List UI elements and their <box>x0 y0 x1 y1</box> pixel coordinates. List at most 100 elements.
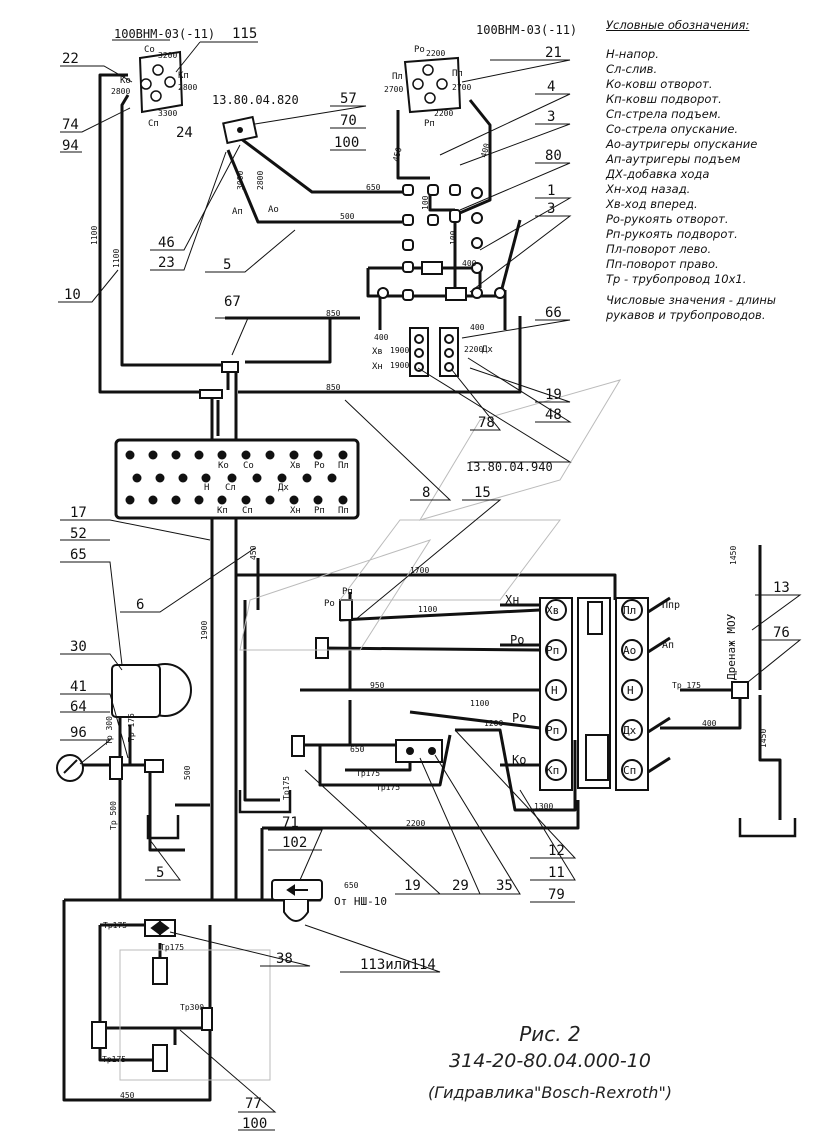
valve-block-right <box>403 56 462 114</box>
len-650-b: 650 <box>350 745 365 754</box>
callout-5a: 5 <box>223 257 231 273</box>
diagram-labels: 100ВНМ-03(-11) 100ВНМ-03(-11) 13.80.04.8… <box>62 23 790 1132</box>
panel-xv: Хв <box>290 461 301 471</box>
callout-3b: 3 <box>547 201 555 217</box>
legend-note: Числовые значения - длины рукавов и труб… <box>606 293 776 322</box>
left-len-1: 3200 <box>158 51 177 60</box>
len-1900-b: 1900 <box>390 361 409 370</box>
len-400-e: 400 <box>702 719 717 728</box>
central-manifold <box>199 184 506 399</box>
right-len-2: 2700 <box>384 85 403 94</box>
len-950: 950 <box>370 681 385 690</box>
len-100-b: 100 <box>449 230 458 245</box>
callout-67: 67 <box>224 294 241 310</box>
callout-74: 74 <box>62 117 79 133</box>
callout-1: 1 <box>547 183 555 199</box>
dist-line-ro1: Ро <box>510 633 524 647</box>
callout-79: 79 <box>548 887 565 903</box>
dist-line-ppr: Ппр <box>662 600 680 611</box>
dist-line-ap: Ап <box>662 640 674 651</box>
outrigger-port-ao: Ао <box>268 205 279 215</box>
legend-item: Н-напор. <box>606 47 659 61</box>
callout-70: 70 <box>340 113 357 129</box>
outrigger-valve <box>222 115 258 145</box>
len-650-a: 650 <box>366 183 381 192</box>
panel-ko: Ко <box>218 461 229 471</box>
callout-46: 46 <box>158 235 175 251</box>
panel-sp: Сп <box>242 506 253 516</box>
supply-label: От НШ-10 <box>334 895 387 908</box>
callout-78: 78 <box>478 415 495 431</box>
legend-item: Рп-рукоять подворот. <box>606 227 738 241</box>
distributor-stubs <box>500 596 671 774</box>
callout-57: 57 <box>340 91 357 107</box>
len-400-d: 400 <box>470 323 485 332</box>
right-port-ro: Ро <box>414 45 425 55</box>
callout-leaders <box>58 39 802 1131</box>
callout-94: 94 <box>62 138 79 154</box>
legend-title: Условные обозначения: <box>606 18 750 32</box>
len-1300: 1300 <box>534 802 553 811</box>
right-valve-name: 100ВНМ-03(-11) <box>476 23 577 37</box>
len-1450-a: 1450 <box>729 546 738 565</box>
dist-left-xv: Хв <box>546 604 559 617</box>
panel-dx: Дх <box>278 483 289 493</box>
control-panel <box>114 438 360 520</box>
callout-102: 102 <box>282 835 307 851</box>
len-tr175-b: Тр175 <box>376 783 400 792</box>
callout-115: 115 <box>232 26 257 42</box>
legend-item: ДХ-добавка хода <box>606 167 710 181</box>
dist-left-rp2: Рп <box>546 724 559 737</box>
dist-line-ko: Ко <box>512 753 526 767</box>
dist-line-ro2: Ро <box>512 711 526 725</box>
legend-item: Сп-стрела подъем. <box>606 107 722 121</box>
pump-unit <box>56 663 192 782</box>
len-650-c: 650 <box>344 881 359 890</box>
panel-sl: Сл <box>225 483 236 493</box>
callout-100b: 100 <box>242 1116 267 1132</box>
callout-12: 12 <box>548 843 565 859</box>
len-1900-a: 1900 <box>390 346 409 355</box>
dist-left-kp: Кп <box>546 764 559 777</box>
dist-left-rp1: Рп <box>546 644 559 657</box>
len-400-b: 400 <box>479 142 491 158</box>
right-len-1: 2200 <box>426 49 445 58</box>
len-tr175-e: Тр175 <box>160 943 184 952</box>
outrigger-len-1: 3000 <box>236 171 245 190</box>
legend-item: Ко-ковш отворот. <box>606 77 713 91</box>
len-1200: 1200 <box>484 719 503 728</box>
len-450: 450 <box>391 146 403 162</box>
port-tag-dx: Дх <box>482 345 493 355</box>
len-400-a: 400 <box>462 259 477 268</box>
document-number: 314-20-80.04.000-10 <box>449 1050 651 1072</box>
callout-100a: 100 <box>334 135 359 151</box>
left-len-2: 2800 <box>111 87 130 96</box>
callout-3a: 3 <box>547 109 555 125</box>
len-tr175-c: Тр 175 <box>127 713 136 742</box>
len-1900-c: 1900 <box>200 621 209 640</box>
legend-item: Кп-ковш подворот. <box>606 92 722 106</box>
callout-77: 77 <box>245 1096 262 1112</box>
legend-item: Ап-аутригеры подъем <box>606 152 741 166</box>
panel-xn: Хн <box>290 506 301 516</box>
len-1700: 1700 <box>410 566 429 575</box>
filter-unit <box>271 879 323 922</box>
callout-17: 17 <box>70 505 87 521</box>
callout-35: 35 <box>496 878 513 894</box>
legend-item: Тр - трубопровод 10х1. <box>606 272 747 286</box>
callout-19b: 19 <box>404 878 421 894</box>
manifold-ref: 13.80.04.940 <box>466 460 553 474</box>
reservoirs <box>146 790 797 840</box>
background-outlines <box>119 379 622 1081</box>
left-port-so: Со <box>144 45 155 55</box>
drain-label: Дренаж МОУ <box>725 613 738 680</box>
left-valve-name: 100ВНМ-03(-11) <box>114 27 215 41</box>
len-100-a: 100 <box>421 195 430 210</box>
legend-item: Сл-слив. <box>606 62 658 76</box>
callout-80: 80 <box>545 148 562 164</box>
len-tr175-a: Тр175 <box>356 769 380 778</box>
port-tag-ro: Ро <box>324 599 335 609</box>
right-len-3: 2700 <box>452 83 471 92</box>
left-port-kp: Кп <box>178 71 189 81</box>
len-tr175-f: Тр175 <box>102 1055 126 1064</box>
